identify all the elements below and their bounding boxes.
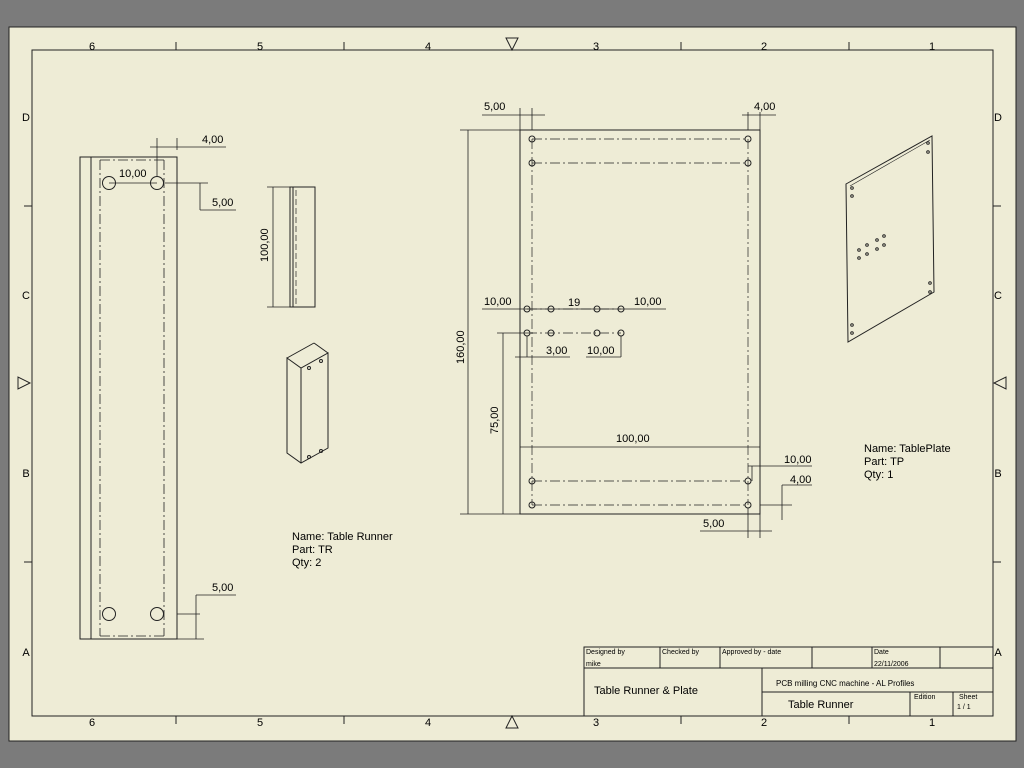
zone-row-right-d: D [994, 112, 1002, 124]
plate-dim-center-height: 75,00 [489, 406, 501, 434]
plate-dim-height: 160,00 [455, 330, 467, 364]
plate-qty: Qty: 1 [864, 469, 893, 481]
zone-row-left-a: A [22, 647, 30, 659]
tb-checked-by-label: Checked by [662, 649, 699, 656]
plate-dim-br-top: 10,00 [784, 454, 812, 466]
zone-col-top-3: 3 [593, 41, 599, 53]
tb-approved-by-label: Approved by - date [722, 649, 781, 656]
zone-row-right-a: A [994, 647, 1002, 659]
plate-part: Part: TP [864, 456, 904, 468]
runner-qty: Qty: 2 [292, 557, 321, 569]
runner-iso-view [286, 342, 329, 464]
center-marks [17, 37, 1007, 729]
tb-title: Table Runner & Plate [594, 685, 698, 697]
runner-side-view [267, 186, 316, 308]
zone-col-bottom-6: 6 [89, 717, 95, 729]
tb-sheet-label: Sheet [959, 694, 977, 701]
tb-designed-by-value: mike [586, 661, 601, 668]
zone-col-bottom-2: 2 [761, 717, 767, 729]
runner-dim-hole-spacing: 10,00 [119, 168, 147, 180]
runner-dim-hole-offset: 5,00 [212, 197, 233, 209]
paper [8, 26, 1017, 742]
title-block [583, 646, 994, 717]
plate-dim-left-margin: 5,00 [484, 101, 505, 113]
zone-col-top-2: 2 [761, 41, 767, 53]
tb-sheet-value: 1 / 1 [957, 704, 971, 711]
plate-dim-sub-right: 10,00 [587, 345, 615, 357]
zone-row-left-d: D [22, 112, 30, 124]
plate-name: Name: TablePlate [864, 443, 951, 455]
plate-dim-br-mid: 4,00 [790, 474, 811, 486]
zone-col-bottom-1: 1 [929, 717, 935, 729]
tb-date-value: 22/11/2006 [874, 661, 909, 668]
zone-row-right-c: C [994, 290, 1002, 302]
zone-col-top-4: 4 [425, 41, 431, 53]
zone-col-bottom-5: 5 [257, 717, 263, 729]
runner-side-dim: 100,00 [259, 228, 271, 262]
plate-iso-view [845, 135, 935, 343]
runner-dim-top-offset: 4,00 [202, 134, 223, 146]
zone-row-right-b: B [994, 468, 1001, 480]
tb-edition-label: Edition [914, 694, 936, 701]
plate-dim-right-margin: 4,00 [754, 101, 775, 113]
plate-dim-width: 100,00 [616, 433, 650, 445]
plate-dim-row-left: 10,00 [484, 296, 512, 308]
plate-front-view [519, 129, 761, 515]
runner-dim-bottom-offset: 5,00 [212, 582, 233, 594]
zone-col-bottom-3: 3 [593, 717, 599, 729]
tb-project: PCB milling CNC machine - AL Profiles [776, 679, 914, 688]
zone-col-bottom-4: 4 [425, 717, 431, 729]
runner-dimension-lines [109, 138, 236, 640]
zone-col-top-5: 5 [257, 41, 263, 53]
tb-date-label: Date [874, 649, 889, 656]
plate-dim-sub-left: 3,00 [546, 345, 567, 357]
plate-dimension-lines [460, 108, 812, 538]
zone-row-left-c: C [22, 290, 30, 302]
zone-ticks [24, 42, 1001, 724]
zone-col-top-1: 1 [929, 41, 935, 53]
zone-row-left-b: B [22, 468, 29, 480]
tb-designed-by-label: Designed by [586, 649, 625, 656]
plate-dim-row-right: 10,00 [634, 296, 662, 308]
plate-dim-br-bottom: 5,00 [703, 518, 724, 530]
tb-part-name: Table Runner [788, 699, 854, 711]
runner-name: Name: Table Runner [292, 531, 393, 543]
zone-col-top-6: 6 [89, 41, 95, 53]
runner-part: Part: TR [292, 544, 333, 556]
plate-dim-row-mid: 19 [568, 297, 580, 309]
